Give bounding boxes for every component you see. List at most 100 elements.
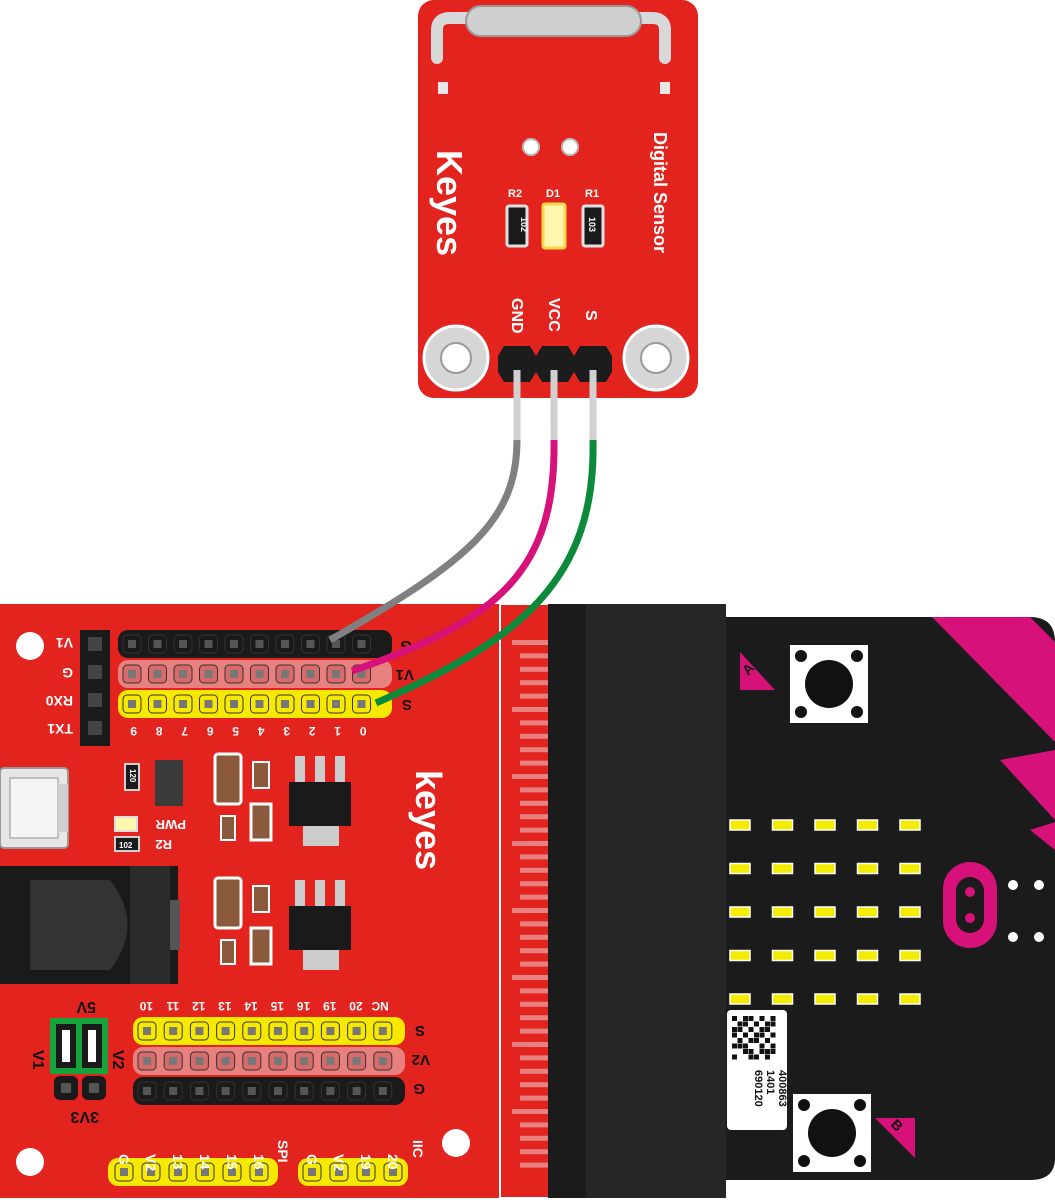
mid-pin-number: 14 (244, 999, 258, 1013)
wire-signal (374, 370, 597, 707)
sensor-pin-header (498, 346, 612, 382)
qr-module (759, 1043, 765, 1049)
led-pixel (856, 993, 879, 1005)
pin-hole (153, 640, 162, 648)
led-pixel (856, 862, 879, 875)
mid-row-label-g: G (413, 1080, 425, 1097)
pin-hole (326, 1087, 335, 1095)
top-pin-number: 1 (334, 724, 341, 738)
led-pixel (771, 949, 794, 962)
regulator-pin (335, 880, 345, 906)
led-pixel (856, 949, 879, 962)
uart-label-tx1: TX1 (47, 721, 73, 737)
pin-hole (352, 1087, 361, 1095)
resistor-r2-shield (114, 836, 140, 852)
led-pixel (814, 949, 836, 962)
pin-hole (281, 700, 289, 708)
pin-hole (128, 700, 136, 708)
qr-module (743, 1021, 748, 1027)
capacitor-small (252, 761, 270, 789)
pin-hole (357, 670, 366, 678)
pin-hole (332, 700, 340, 708)
qr-module (743, 1016, 748, 1021)
pin-hole (255, 700, 264, 708)
button-b[interactable] (793, 1094, 871, 1172)
qr-module (743, 1043, 748, 1049)
pin-hole (153, 670, 162, 678)
button-a-marker (740, 652, 775, 690)
pin-hole (281, 640, 289, 648)
bottom-pin-label: V2 (143, 1154, 159, 1171)
qr-module (737, 1043, 743, 1049)
qr-module (759, 1027, 765, 1032)
pin-hole (352, 1057, 361, 1065)
led-pixel (729, 862, 751, 875)
qr-module (754, 1032, 759, 1038)
qr-module (765, 1054, 770, 1060)
pin-hole (255, 640, 264, 648)
pwr-led (114, 816, 138, 832)
pin-hole (352, 1027, 361, 1035)
resistor-120 (124, 763, 140, 791)
top-pin-number: 2 (309, 724, 316, 738)
pin-hole (230, 670, 238, 678)
dc-power-jack (0, 866, 180, 984)
top-row-label-s: S (402, 696, 412, 713)
reed-switch-glass (465, 5, 642, 37)
top-pin-number: 6 (207, 724, 214, 738)
sensor-brand: Keyes (429, 150, 470, 256)
qr-module (732, 1032, 737, 1038)
qr-module (748, 1027, 754, 1032)
qr-module (770, 1043, 776, 1049)
led-pixel (771, 993, 794, 1005)
led-pixel (814, 993, 836, 1005)
pin-hole (306, 700, 315, 708)
sensor-r1-label: R1 (585, 188, 599, 200)
led-pixel (856, 906, 879, 918)
sensor-pin-label-vcc: VCC (545, 298, 562, 332)
bottom-pin-label: SPI (275, 1140, 291, 1163)
led-pixel (899, 993, 921, 1005)
top-pin-number: 7 (181, 724, 188, 738)
sensor-r2-code: 102 (519, 217, 529, 232)
pin-hole (362, 1168, 370, 1176)
pin-hole (174, 1168, 182, 1176)
button-a[interactable] (790, 645, 868, 723)
qr-module (765, 1038, 770, 1043)
pin-hole (221, 1027, 230, 1035)
pin-hole (378, 1087, 387, 1095)
led-pixel (729, 906, 751, 918)
regulator-pin (295, 756, 305, 782)
qr-module (748, 1038, 754, 1043)
jumper-label-3v3: 3V3 (70, 1108, 99, 1125)
qr-module (732, 1016, 737, 1021)
led-pixel (814, 862, 836, 875)
mid-pin-number: 20 (349, 999, 363, 1013)
jumper-label-5v: 5V (76, 998, 96, 1015)
pin-hole (128, 670, 136, 678)
pin-hole (204, 670, 213, 678)
led-pixel (899, 862, 921, 875)
mid-pin-number: 11 (166, 999, 179, 1013)
sensor-mount-hole-left (422, 324, 490, 392)
led-pixel (899, 906, 921, 918)
qr-module (765, 1049, 770, 1054)
pin-hole (332, 640, 340, 648)
pin-hole (204, 700, 213, 708)
qr-module (732, 1027, 737, 1032)
mid-pin-number: 16 (297, 999, 311, 1013)
sensor-mount-hole-right (622, 324, 690, 392)
top-row-label-g: G (400, 637, 412, 654)
top-pin-number: 9 (130, 724, 137, 738)
uart-label-rx0: RX0 (46, 693, 73, 709)
pin-hole (378, 1027, 387, 1035)
resistor-120-code: 120 (128, 769, 137, 783)
regulator-pin (335, 756, 345, 782)
pin-hole (306, 640, 315, 648)
mid-pin-number: 12 (192, 999, 206, 1013)
led-pixel (814, 906, 836, 918)
qr-line-3: 690120 (752, 1070, 764, 1107)
bottom-pin-label: 15 (224, 1154, 240, 1170)
qr-module (770, 1032, 776, 1038)
